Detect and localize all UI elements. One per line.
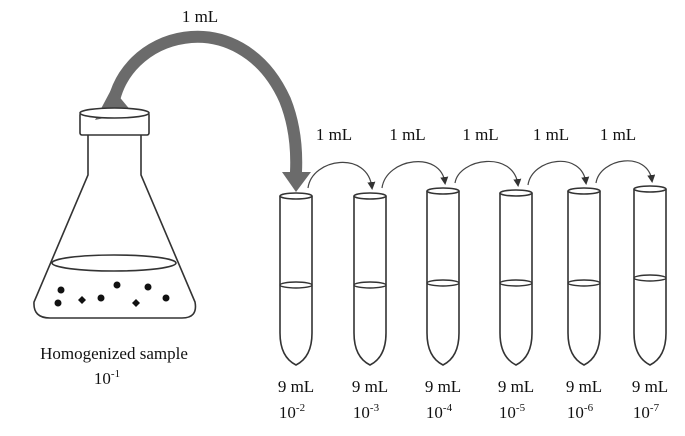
transfer-label: 1 mL bbox=[389, 125, 425, 144]
transfer-arrow: 1 mL bbox=[307, 125, 376, 190]
main-arrow-head bbox=[282, 172, 311, 192]
tube-dilution-label: 10-6 bbox=[567, 402, 594, 422]
tube-liquid-level bbox=[499, 279, 533, 287]
tube-dilution-label: 10-5 bbox=[499, 402, 526, 422]
tube-dilution-label: 10-2 bbox=[279, 402, 305, 422]
transfer-label: 1 mL bbox=[316, 125, 352, 144]
tube-dilution-label: 10-4 bbox=[426, 402, 453, 422]
test-tube: 9 mL 10-6 bbox=[566, 187, 602, 422]
tube-rim bbox=[279, 192, 313, 200]
transfer-arrow-path bbox=[527, 160, 590, 186]
transfer-arrow: 1 mL bbox=[527, 125, 590, 186]
tubes-group: 9 mL 10-2 9 mL 10-3 9 mL 10-4 9 mL 10-5 9 mL 10-6… bbox=[278, 185, 668, 422]
tube-liquid-level bbox=[353, 281, 387, 289]
tube-rim bbox=[426, 187, 460, 195]
particle bbox=[132, 299, 140, 307]
tube-liquid-level bbox=[633, 274, 667, 282]
tube-rim bbox=[567, 187, 601, 195]
flask-liquid-surface bbox=[51, 254, 177, 272]
tube-liquid-level bbox=[279, 281, 313, 289]
tube-volume-label: 9 mL bbox=[278, 377, 314, 396]
tube-rim bbox=[499, 189, 533, 197]
transfer-arrow: 1 mL bbox=[595, 125, 656, 184]
particle bbox=[144, 283, 152, 291]
particle bbox=[78, 296, 86, 304]
particle bbox=[113, 281, 121, 289]
tube-body bbox=[426, 191, 460, 366]
tube-volume-label: 9 mL bbox=[425, 377, 461, 396]
tube-rim bbox=[353, 192, 387, 200]
tube-body bbox=[567, 191, 601, 366]
test-tube: 9 mL 10-3 bbox=[352, 192, 388, 422]
particle bbox=[57, 286, 65, 294]
flask-body bbox=[33, 135, 197, 319]
transfer-arrow-path bbox=[381, 161, 449, 189]
tube-volume-label: 9 mL bbox=[352, 377, 388, 396]
flask-particles bbox=[54, 281, 170, 307]
particle bbox=[54, 299, 62, 307]
flask-cap-top bbox=[79, 107, 150, 119]
transfer-arrow: 1 mL bbox=[454, 125, 522, 187]
transfer-arrow: 1 mL bbox=[381, 125, 449, 189]
transfer-arrows-group: 1 mL 1 mL 1 mL 1 mL 1 mL bbox=[307, 125, 656, 190]
main-transfer-label: 1 mL bbox=[182, 7, 218, 26]
transfer-label: 1 mL bbox=[600, 125, 636, 144]
test-tube: 9 mL 10-5 bbox=[498, 189, 534, 422]
tube-body bbox=[633, 189, 667, 366]
tube-liquid-level bbox=[567, 279, 601, 287]
flask bbox=[33, 107, 197, 319]
tube-body bbox=[353, 196, 387, 366]
transfer-arrow-path bbox=[595, 160, 656, 184]
particle bbox=[97, 294, 105, 302]
flask-caption: Homogenized sample bbox=[40, 344, 188, 363]
tube-volume-label: 9 mL bbox=[632, 377, 668, 396]
tube-volume-label: 9 mL bbox=[566, 377, 602, 396]
tube-rim bbox=[633, 185, 667, 193]
tube-body bbox=[499, 193, 533, 366]
transfer-label: 1 mL bbox=[533, 125, 569, 144]
transfer-label: 1 mL bbox=[462, 125, 498, 144]
tube-liquid-level bbox=[426, 279, 460, 287]
tube-dilution-label: 10-7 bbox=[633, 402, 660, 422]
tube-body bbox=[279, 196, 313, 366]
test-tube: 9 mL 10-4 bbox=[425, 187, 461, 422]
particle bbox=[162, 294, 170, 302]
test-tube: 9 mL 10-7 bbox=[632, 185, 668, 422]
test-tube: 9 mL 10-2 bbox=[278, 192, 314, 422]
tube-volume-label: 9 mL bbox=[498, 377, 534, 396]
transfer-arrow-path bbox=[307, 161, 376, 190]
flask-dilution: 10-1 bbox=[94, 368, 120, 388]
transfer-arrow-path bbox=[454, 160, 522, 187]
tube-dilution-label: 10-3 bbox=[353, 402, 380, 422]
